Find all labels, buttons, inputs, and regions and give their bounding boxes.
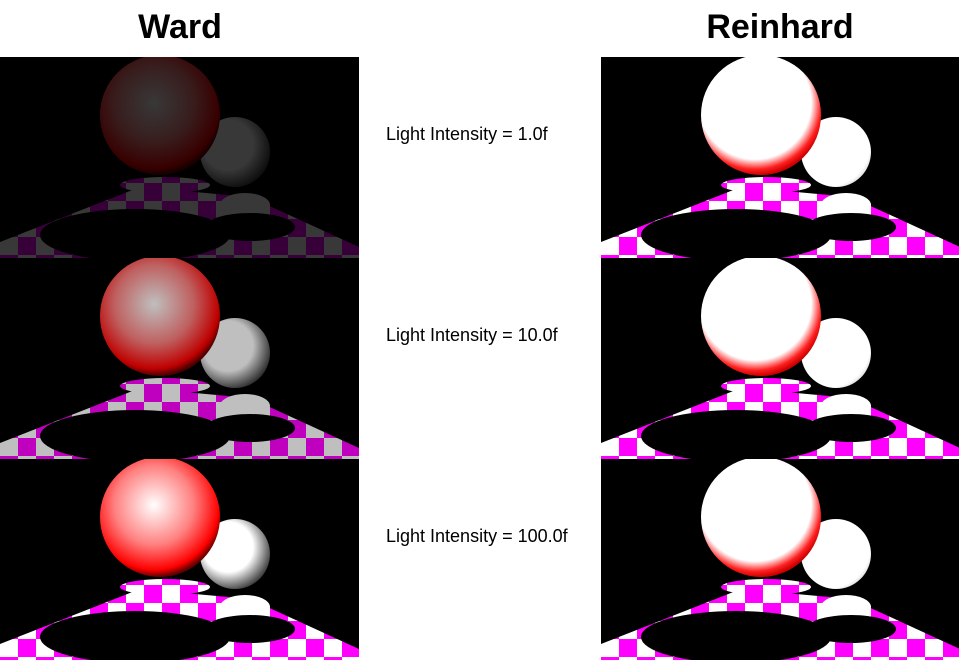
reinhard-column-title: Reinhard	[706, 8, 854, 46]
ward-render-row-1	[0, 57, 359, 258]
reinhard-render-row-1	[601, 57, 959, 258]
reinhard-render-row-2	[601, 258, 959, 459]
caption-row-1: Light Intensity = 1.0f	[386, 124, 548, 144]
caption-row-2: Light Intensity = 10.0f	[386, 325, 558, 345]
ward-column-title: Ward	[138, 8, 222, 46]
ward-render-row-3	[0, 459, 359, 660]
reinhard-render-row-3	[601, 459, 959, 660]
ward-render-row-2	[0, 258, 359, 459]
caption-row-3: Light Intensity = 100.0f	[386, 526, 568, 546]
